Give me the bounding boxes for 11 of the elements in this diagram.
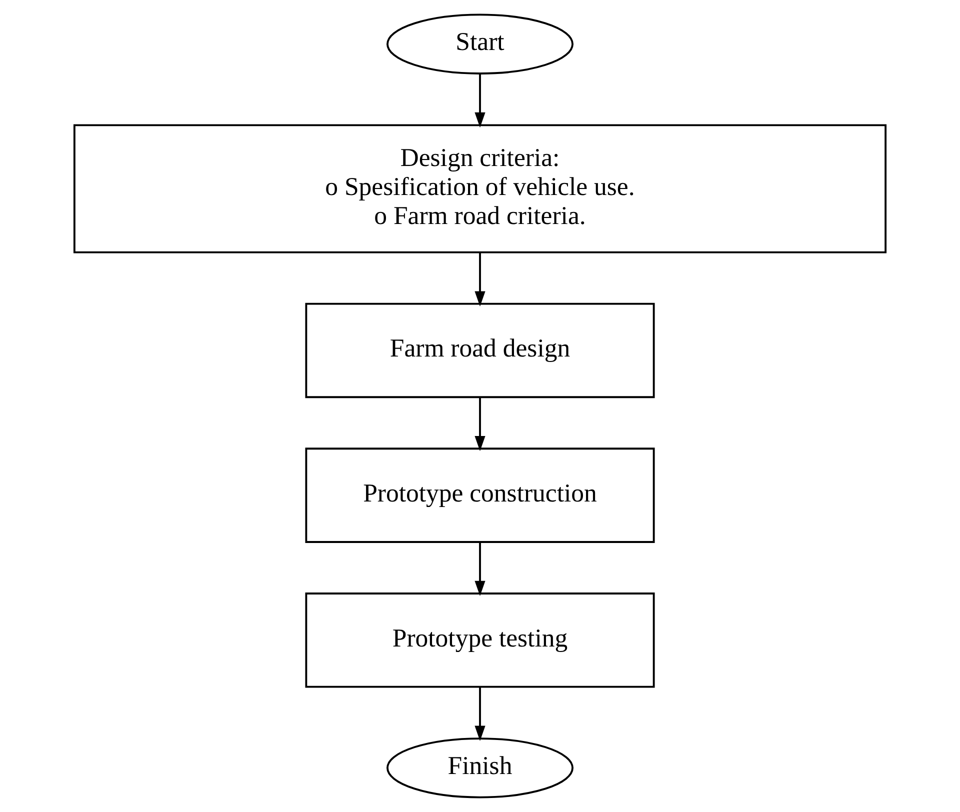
- arrow: [474, 687, 486, 741]
- node-box: Prototype testing: [305, 592, 655, 688]
- node-box: Farm road design: [305, 302, 655, 398]
- node-ellipse: Start: [386, 14, 574, 74]
- node-ellipse: Finish: [386, 738, 574, 798]
- arrow: [474, 398, 486, 452]
- arrow: [474, 542, 486, 596]
- node-box: Design criteria: o Spesification of vehicle use. o Farm road criteria.: [73, 124, 887, 254]
- node-box: Prototype construction: [305, 448, 655, 543]
- arrow: [474, 252, 486, 306]
- arrow: [474, 74, 486, 128]
